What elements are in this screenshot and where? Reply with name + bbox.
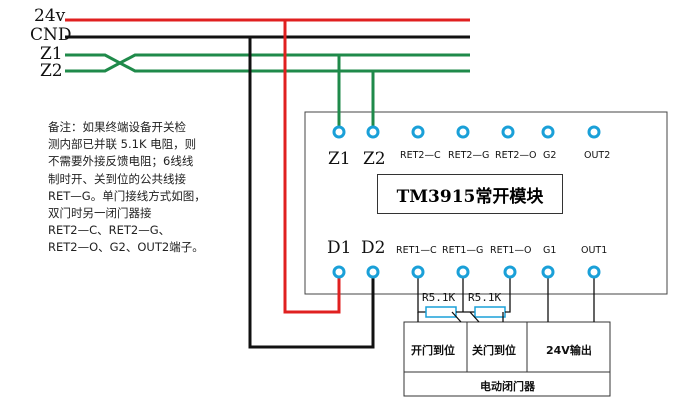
pin-d1 (332, 265, 346, 279)
pin-label-g2: G2 (543, 150, 557, 161)
pin-label-ret1-c: RET1—C (396, 245, 437, 256)
pin-label-g1: G1 (543, 245, 557, 256)
pin-label-out1: OUT1 (581, 245, 608, 256)
terminal-label-d2: D2 (361, 238, 386, 258)
resistor-label-2: R5.1K (468, 291, 502, 304)
resistor-label-1: R5.1K (422, 291, 456, 304)
note-text: 备注：如果终端设备开关检 测内部已并联 5.1K 电阻，则 不需要外接反馈电阻；… (48, 119, 288, 257)
label-z1: Z1 (40, 44, 63, 64)
note-line: 制时开、关到位的公共线接 (48, 171, 186, 186)
pin-label-ret1-g: RET1—G (442, 245, 484, 256)
note-line: RET2—C、RET2—G、 (48, 223, 171, 238)
pin-out1 (587, 265, 601, 279)
pin-label-ret2-c: RET2—C (400, 150, 441, 161)
terminal-label-d1: D1 (327, 238, 352, 258)
label-z2: Z2 (40, 61, 63, 81)
pin-ret2-g (456, 125, 470, 139)
note-line: 双门时另一闭门器接 (48, 206, 152, 221)
door-closer-box (403, 321, 611, 397)
wire-24v-to-d1 (283, 20, 341, 314)
pin-ret1-c (411, 265, 425, 279)
closer-name: 电动闭门器 (480, 380, 535, 393)
note-line: 不需要外接反馈电阻；6线线 (48, 154, 194, 169)
note-line: 测内部已并联 5.1K 电阻，则 (48, 137, 197, 152)
closer-open-label: 开门到位 (411, 344, 455, 357)
closer-output-label: 24V输出 (546, 344, 592, 357)
closer-close-label: 关门到位 (472, 344, 516, 357)
pin-label-ret1-o: RET1—O (490, 245, 532, 256)
terminal-label-z2: Z2 (363, 149, 386, 169)
module-title: TM3915常开模块 (377, 174, 563, 214)
resistor-network (417, 273, 595, 323)
pin-ret2-c (411, 125, 425, 139)
pin-z1 (332, 125, 346, 139)
note-line: RET—G。单门接线方式如图， (48, 188, 206, 203)
pin-g2 (541, 125, 555, 139)
label-gnd: CND (30, 25, 72, 45)
pin-ret2-o (501, 125, 515, 139)
pin-z2 (366, 125, 380, 139)
pin-ret1-g (456, 265, 470, 279)
wire-gnd-to-d2 (248, 37, 375, 349)
label-24v: 24v (34, 6, 66, 26)
pin-label-ret2-o: RET2—O (495, 150, 537, 161)
note-line: 备注：如果终端设备开关检 (48, 120, 186, 134)
pin-ret1-o (503, 265, 517, 279)
wire-z2 (65, 53, 470, 73)
pin-label-out2: OUT2 (584, 150, 611, 161)
terminal-label-z1: Z1 (328, 149, 351, 169)
wire-z1 (65, 53, 470, 73)
pin-out2 (587, 125, 601, 139)
pin-label-ret2-g: RET2—G (448, 150, 490, 161)
note-line: RET2—O、G2、OUT2端子。 (48, 240, 204, 255)
pin-g1 (541, 265, 555, 279)
pin-d2 (366, 265, 380, 279)
